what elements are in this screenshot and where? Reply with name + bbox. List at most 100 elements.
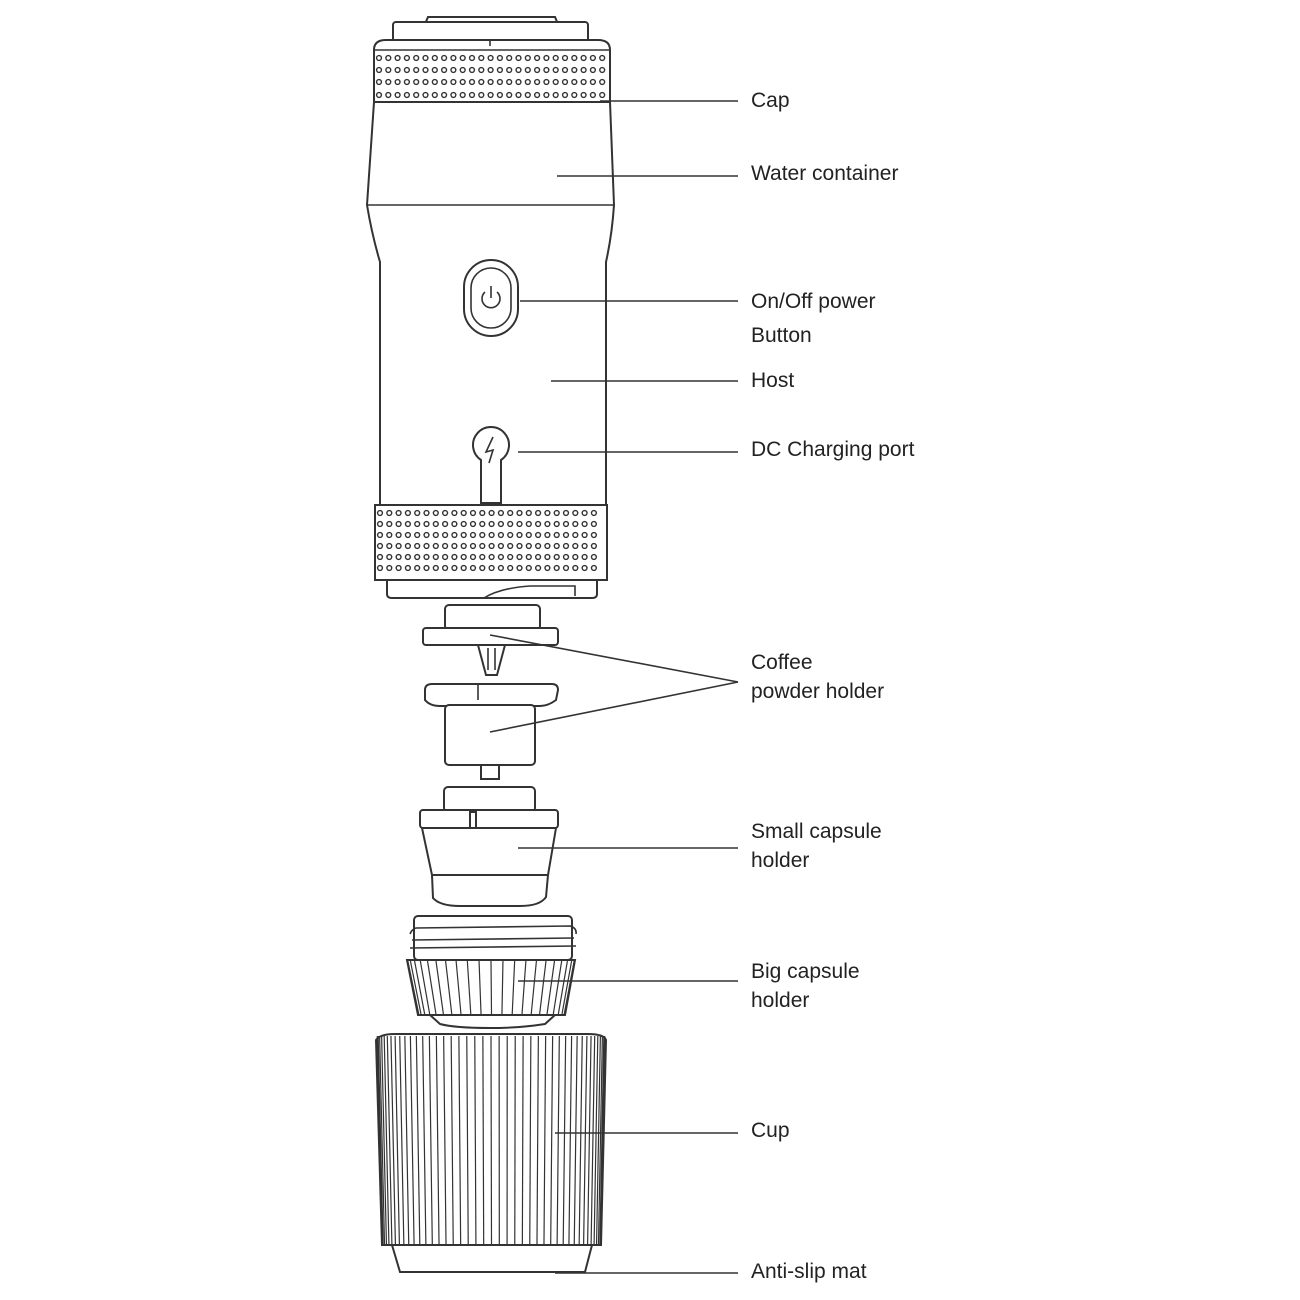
vent-dot [442,531,449,539]
vent-dot [572,531,579,539]
vent-dot [534,564,542,572]
small-capsule-holder-part [419,786,559,907]
host-body [365,101,616,599]
vent-dot [469,520,477,528]
big-capsule-holder-part [405,915,577,1030]
vent-dot [442,509,449,517]
vent-dot [562,520,570,528]
vent-dot [413,91,420,99]
rib [587,1035,592,1245]
vent-dot [524,66,531,74]
rib [557,960,569,1015]
vent-dot [543,78,550,86]
vent-dot [395,520,402,528]
cap-part [373,16,611,103]
rib [407,960,420,1015]
power-icon [481,291,501,309]
vent-dot [423,509,430,517]
rib [530,960,538,1015]
rib [444,960,453,1015]
vent-dot [571,78,578,86]
rib [550,1035,554,1245]
vent-dot [507,564,514,572]
vent-dot [488,509,495,517]
vent-dot [432,542,439,550]
vent-dot [431,91,438,99]
vent-dot [431,54,438,62]
vent-dot [562,509,570,517]
vent-dot [469,509,477,517]
vent-dot [414,542,421,550]
vent-dot [414,509,421,517]
vent-dot [478,78,485,86]
vent-dot [496,91,504,99]
vent-dot [451,509,458,517]
vent-dot [413,78,420,86]
rib [390,1035,396,1245]
vent-dot [487,54,494,62]
rib [435,960,444,1015]
rib [583,1035,588,1245]
vent-dot [460,542,467,550]
vent-dot [553,553,560,561]
vent-dot [590,564,598,572]
vent-dot [497,553,505,561]
vent-dot [561,66,569,74]
vent-dot [516,520,523,528]
vent-dot [375,78,383,86]
label-cap: Cap [751,89,790,112]
vent-dot [404,520,412,528]
vent-dot [589,66,597,74]
vent-dot [441,91,448,99]
vent-dot [561,54,569,62]
vent-dot [553,542,560,550]
vent-dot [423,542,430,550]
vent-dot [414,520,421,528]
vent-dot [525,520,532,528]
rib [379,1035,386,1245]
rib [409,960,422,1015]
vent-dot [479,564,486,572]
leader-coffee-1 [489,634,739,683]
rib [501,960,504,1015]
vent-dot [544,531,551,539]
label-big-2: holder [751,989,810,1012]
vent-dot [497,509,505,517]
vent-dot [524,54,531,62]
vent-dot [376,509,384,517]
rib [377,1035,384,1245]
vent-dot [404,531,412,539]
rib [578,1035,583,1245]
vent-dot [506,54,513,62]
vent-dot [451,520,458,528]
vent-dot [507,520,514,528]
vent-dot [506,78,513,86]
vent-dot [552,54,559,62]
vent-dot [423,520,430,528]
rib [593,1035,599,1245]
vent-dot [581,553,588,561]
vent-dot [580,91,587,99]
vent-dot [496,54,504,62]
vent-dot [581,520,588,528]
vent-dot [394,91,401,99]
vent-dot [450,66,457,74]
vent-dot [525,553,532,561]
vent-dot [451,553,458,561]
vent-dot [553,509,560,517]
label-coffee-1: Coffee [751,651,813,674]
vent-dot [562,531,570,539]
vent-dot [533,78,541,86]
vent-dot [580,66,587,74]
vent-dot [497,520,505,528]
rib [539,960,547,1015]
vent-dot [395,564,402,572]
vent-dot [432,531,439,539]
label-small-2: holder [751,849,810,872]
vent-dot [479,531,486,539]
vent-dot [599,66,606,74]
vent-dot [516,531,523,539]
big-holder-ribs [407,960,575,1015]
vent-dot [386,542,393,550]
cup-ribs [376,1035,606,1245]
